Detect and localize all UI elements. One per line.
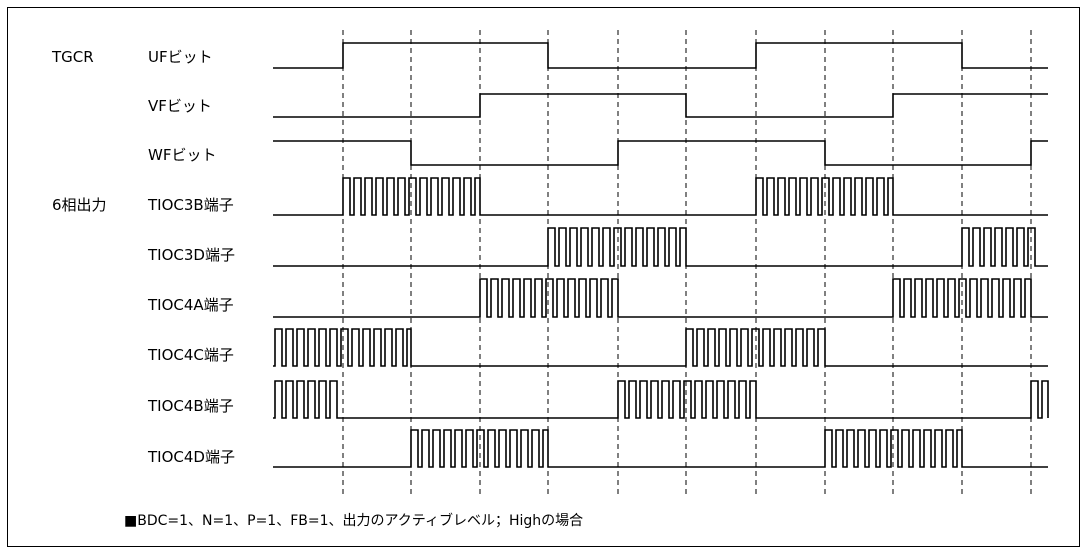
- waveform-5: [273, 227, 1048, 267]
- group-label-six-phase: 6相出力: [52, 196, 107, 214]
- diagram-frame: [7, 7, 1080, 547]
- signal-label-tioc3b: TIOC3B端子: [147, 196, 234, 214]
- waveform-6: [273, 278, 1048, 318]
- gridlines: [342, 30, 1032, 498]
- signal-label-tioc4a: TIOC4A端子: [147, 296, 234, 314]
- waveform-9: [273, 429, 1048, 468]
- condition-note: ■BDC=1、N=1、P=1、FB=1、出力のアクティブレベル；Highの場合: [124, 512, 583, 529]
- waveform-2: [273, 93, 1048, 118]
- waveforms: [273, 42, 1049, 468]
- waveform-8: [273, 380, 1049, 419]
- waveform-4: [273, 177, 1048, 216]
- signal-label-tioc4b: TIOC4B端子: [147, 397, 234, 415]
- signal-label-tioc4c: TIOC4C端子: [147, 346, 234, 364]
- group-label-tgcr: TGCR: [51, 48, 94, 66]
- signal-label-wf: WFビット: [148, 146, 216, 164]
- waveform-1: [273, 42, 1048, 69]
- signal-label-vf: VFビット: [148, 97, 212, 115]
- signal-label-tioc4d: TIOC4D端子: [147, 448, 235, 466]
- waveform-3: [273, 140, 1048, 166]
- waveform-7: [273, 328, 1048, 367]
- signal-label-uf: UFビット: [148, 48, 213, 66]
- signal-label-tioc3d: TIOC3D端子: [147, 246, 235, 264]
